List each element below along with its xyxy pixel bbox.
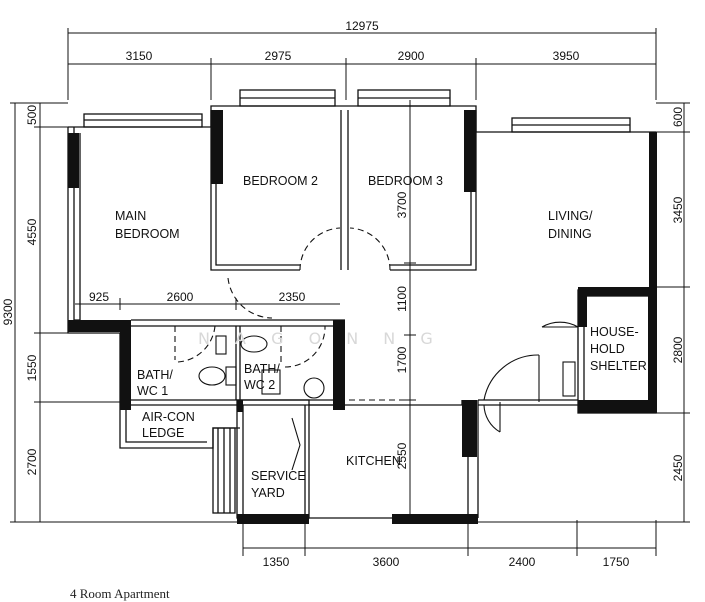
dim-bottom-3: 2400 — [509, 555, 536, 569]
bath2-label-1: BATH/ — [244, 362, 280, 376]
bedroom2-label: BEDROOM 2 — [243, 174, 318, 188]
dim-top-4: 3950 — [553, 49, 580, 63]
dim-2350: 2350 — [279, 290, 306, 304]
dim-top-1: 3150 — [126, 49, 153, 63]
dim-1100: 1100 — [395, 286, 409, 312]
dim-3700: 3700 — [395, 191, 409, 218]
bedroom3-label: BEDROOM 3 — [368, 174, 443, 188]
service-yard-label-2: YARD — [251, 486, 285, 500]
bath2-label-2: WC 2 — [244, 378, 275, 392]
aircon-label-1: AIR-CON — [142, 410, 195, 424]
dim-right-3: 2800 — [671, 336, 685, 363]
dim-right-2: 3450 — [671, 196, 685, 223]
dim-2600: 2600 — [167, 290, 194, 304]
dim-top-2: 2975 — [265, 49, 292, 63]
dim-bottom-4: 1750 — [603, 555, 630, 569]
living-label-1: LIVING/ — [548, 209, 593, 223]
watermark: N A G O N N G — [198, 329, 443, 348]
dim-right-4: 2450 — [671, 454, 685, 481]
dim-left-4: 2700 — [25, 448, 39, 475]
shelter-label-3: SHELTER — [590, 359, 647, 373]
dim-1700: 1700 — [395, 346, 409, 373]
kitchen-label: KITCHEN — [346, 454, 401, 468]
dim-bottom-2: 3600 — [373, 555, 400, 569]
shelter-label-1: HOUSE- — [590, 325, 639, 339]
bath1-label-1: BATH/ — [137, 368, 173, 382]
dim-925: 925 — [89, 290, 109, 304]
dim-top-3: 2900 — [398, 49, 425, 63]
main-bedroom-label-2: BEDROOM — [115, 227, 180, 241]
dim-2550: 2550 — [395, 442, 409, 469]
living-label-2: DINING — [548, 227, 592, 241]
dim-left-1: 500 — [25, 105, 39, 125]
aircon-label-2: LEDGE — [142, 426, 184, 440]
dim-top-total: 12975 — [345, 19, 379, 33]
dim-right-1: 600 — [671, 107, 685, 127]
shelter-label-2: HOLD — [590, 342, 625, 356]
dim-left-total: 9300 — [1, 298, 15, 325]
dim-left-2: 4550 — [25, 218, 39, 245]
main-bedroom-label-1: MAIN — [115, 209, 146, 223]
bath1-label-2: WC 1 — [137, 384, 168, 398]
plan-caption: 4 Room Apartment — [70, 586, 170, 601]
service-yard-label-1: SERVICE — [251, 469, 306, 483]
dim-bottom-1: 1350 — [263, 555, 290, 569]
dim-left-3: 1550 — [25, 354, 39, 381]
